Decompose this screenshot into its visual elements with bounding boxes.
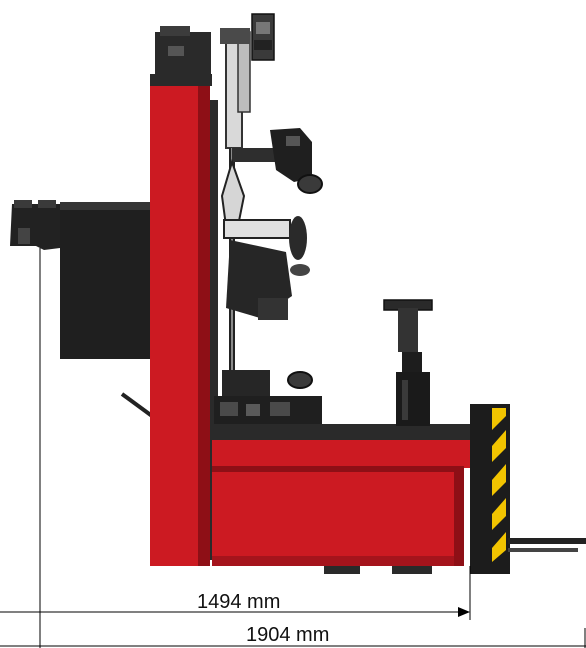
long-dimension-label: 1904 mm	[246, 624, 329, 646]
short-dimension-arrowhead	[458, 607, 470, 617]
lower-tool-assembly	[214, 370, 322, 430]
dimension-lines	[0, 248, 586, 648]
column-top-head	[155, 26, 211, 76]
front-prongs	[508, 538, 586, 552]
short-dimension-label: 1494 mm	[197, 591, 280, 613]
front-hazard-frame	[470, 404, 510, 574]
turntable-pedestal	[383, 299, 433, 426]
base-feet	[324, 566, 432, 574]
rear-cap-unit	[10, 200, 60, 250]
rear-support-rod	[120, 392, 154, 418]
upper-tool-arm	[220, 128, 323, 227]
middle-tool-assembly	[223, 216, 310, 320]
base-body	[212, 424, 478, 566]
rear-box	[60, 202, 154, 359]
main-column	[150, 74, 218, 566]
